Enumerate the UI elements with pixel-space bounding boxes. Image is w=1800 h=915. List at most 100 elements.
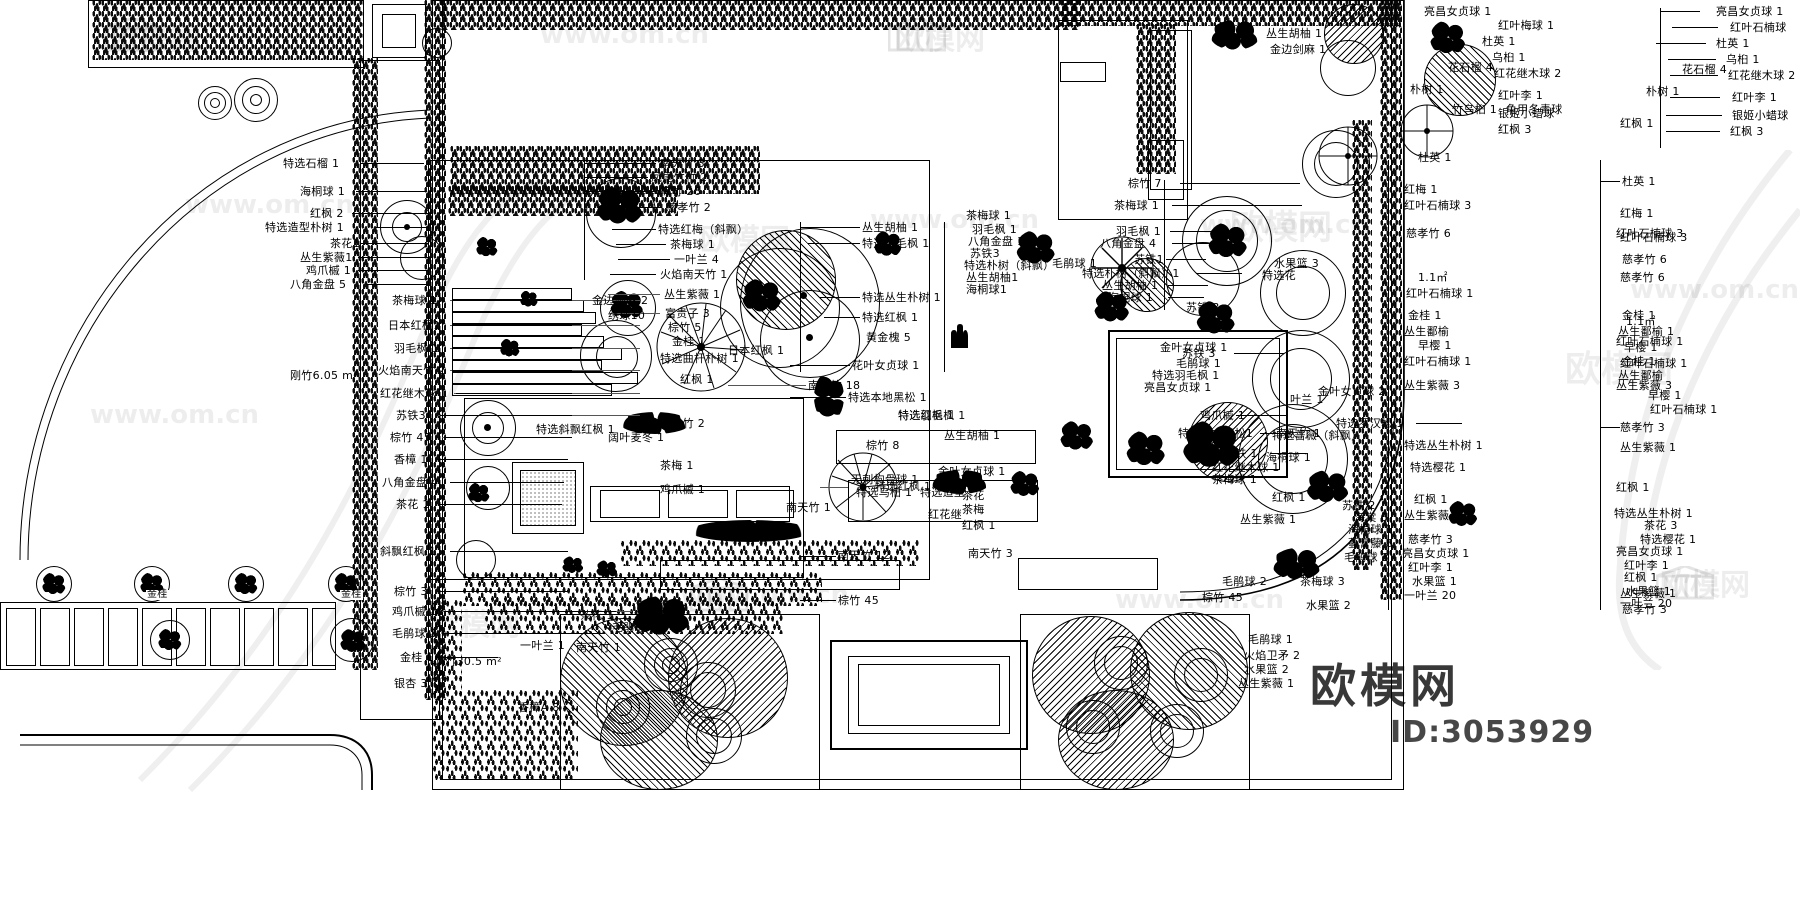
plant-label: 水果篮 3 (1274, 257, 1319, 270)
leader-line-c3 (584, 191, 656, 192)
parking-tree-6 (150, 620, 190, 660)
plant-label: 红枫 1 (1272, 491, 1306, 504)
extension-line-8 (428, 160, 429, 700)
tree-ring-topleft-6 (250, 94, 262, 106)
canopy-outline-center-6 (580, 320, 652, 392)
shrub-mass-a17 (1182, 420, 1242, 470)
plant-label: 一叶兰 4 (674, 253, 719, 266)
plant-label: 茶花1 (330, 237, 360, 250)
shrub-mass-a1 (476, 236, 498, 258)
leader-line-rr1 (1180, 183, 1300, 184)
leader-line-r10 (800, 556, 836, 557)
plant-label: 棕竹 45 (390, 431, 431, 444)
leader-line-fr3 (1656, 43, 1706, 44)
leader-line (444, 611, 616, 612)
plant-label: 特选樱花 1 (1640, 533, 1697, 546)
plant-label: 羽毛枫 1 (972, 223, 1017, 236)
plant-label: 朴树 1 (1646, 85, 1680, 98)
shrub-mass-center-1 (596, 186, 644, 226)
plant-label: 茶花 1 (396, 498, 430, 511)
leader-line-c7 (618, 259, 670, 260)
paving-square-left (520, 470, 576, 526)
plant-label: 叶兰 1 (1290, 393, 1324, 406)
ring-tree-bottom-4b (696, 718, 732, 754)
plant-label: 丛生紫薇 3 (1616, 379, 1673, 392)
plant-label: 海桐球 1 (1108, 291, 1153, 304)
plant-label: 茶梅球 1 (392, 294, 437, 307)
plant-label: 苏铁 3 (1182, 347, 1216, 360)
parking-bay-2 (40, 608, 70, 666)
shrub-mass-a24 (1010, 470, 1040, 498)
deck-platform-3 (668, 490, 728, 518)
extension-line-3 (1600, 160, 1601, 610)
plant-label: 海桐球 1 (300, 185, 345, 198)
plant-label: 凤尾竹竹 2 (651, 171, 708, 184)
plant-label: 红梅 1 (1620, 207, 1654, 220)
plant-label: 慈孝竹 2 (666, 201, 711, 214)
plant-label: 亮昌女贞球 1 (1424, 5, 1492, 18)
leader-line-fr2 (1672, 27, 1718, 28)
canopy-outline-center-4 (586, 178, 656, 248)
plant-label: 特选红枫 1 (898, 409, 955, 422)
hedge-band-bottom (458, 690, 578, 780)
leader-line (452, 348, 572, 349)
parking-tree-4 (328, 566, 364, 602)
parking-tree-3-mass (234, 572, 258, 596)
leader-line-c5 (612, 229, 656, 230)
shrub-mass-a21 (1210, 20, 1260, 50)
plant-label: 丛生紫薇1 (300, 251, 353, 264)
plant-label: 红花继木球 2 (1728, 69, 1796, 82)
plant-label: 1.1㎡ (1626, 315, 1656, 328)
plant-label: 红花继木球 2 (1494, 67, 1562, 80)
parking-bay-8 (244, 608, 274, 666)
tree-symbol-radial-center-2 (828, 452, 898, 522)
plant-label: 茶梅球 1 (670, 238, 715, 251)
plant-label: 一叶兰 1 (520, 639, 565, 652)
plant-label: 阔叶麦冬 1 (608, 431, 665, 444)
leader-line-r9 (820, 487, 848, 488)
canopy-outline-center-7 (596, 336, 638, 378)
ring-tree-bottom-2b (606, 690, 640, 724)
plant-label: 银姬小蜡球 (1732, 109, 1789, 122)
shrub-mass-a8 (742, 278, 782, 314)
plant-label: 特选斜飘红枫 1 (536, 423, 615, 436)
plant-label: 龟甲冬青球 (1506, 103, 1563, 116)
plant-label: 金叶女贞球 1 (1160, 341, 1228, 354)
leader-line (360, 243, 410, 244)
leader-line-rr12 (1270, 453, 1306, 454)
plant-label: 日本红枫1 (388, 319, 441, 332)
leader-line-fr10 (1600, 427, 1620, 428)
plant-label: 特选丛生朴树 1 (1614, 507, 1693, 520)
parking-tree-label: 金桂 (146, 589, 169, 600)
tree-symbol-radial-center (656, 302, 746, 392)
parking-bay-3 (74, 608, 104, 666)
plant-label: 特选花 (1262, 269, 1296, 282)
plant-label: 特选造型 (920, 486, 966, 499)
plant-label: 杜英 1 (1622, 175, 1656, 188)
plant-label: 亮昌女贞球 1 (1144, 381, 1212, 394)
plant-label: 特选红梅（斜飘） (658, 223, 749, 236)
plant-label: 水果篮 1 (1626, 585, 1671, 598)
tree-trunk-left-2 (484, 424, 491, 431)
plant-label: 红花继 (928, 508, 962, 521)
plant-label: 海桐球 1 (1266, 451, 1311, 464)
parking-tree-5 (330, 618, 374, 662)
shrub-mass-center-2 (610, 290, 644, 320)
plant-label: 特选樱花 1 (1410, 461, 1467, 474)
planting-bed-center-4 (1018, 558, 1158, 590)
extension-line-2 (1660, 8, 1661, 148)
plant-label: 茶梅球 1 (1212, 473, 1257, 486)
hedge-band-bottom-left (432, 600, 462, 780)
plant-label: 特选乌桕 1 (856, 486, 913, 499)
tree-ring-topleft-3 (210, 98, 220, 108)
plant-label: 红叶李 1 (1732, 91, 1777, 104)
plant-label: 特选朴树（斜飘）1 (1082, 267, 1180, 280)
feature-pool-inner (848, 656, 1010, 734)
plant-label: 刚竹30.5 m² (434, 655, 502, 668)
ring-tree-bottom-6 (1174, 648, 1228, 702)
parking-tree-3 (228, 566, 264, 602)
plant-label: 特选本地黑松 1 (848, 391, 927, 404)
plant-label: 一叶兰 20 (1404, 589, 1457, 602)
plant-label: 八角金盘 4 (382, 476, 439, 489)
hedge-band-left-inner (424, 0, 446, 700)
